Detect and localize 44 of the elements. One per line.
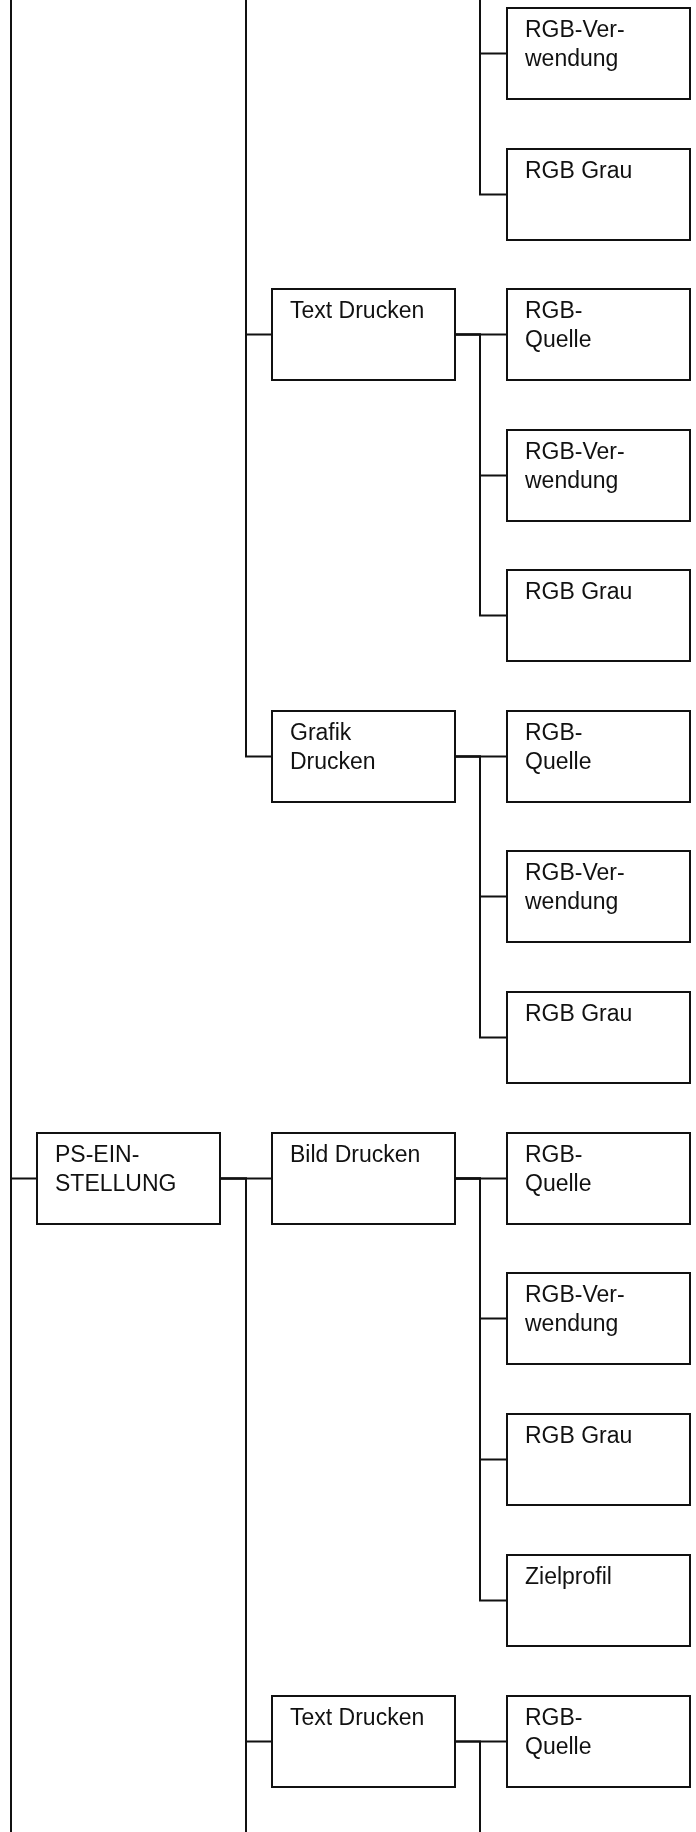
menu-box [506,1132,691,1225]
menu-label: RGB-Ver- wendung [525,858,626,916]
connector-line [455,333,507,617]
menu-label: RGB Grau [525,577,634,606]
menu-label: RGB Grau [525,156,634,185]
menu-box [271,1695,456,1788]
menu-box [506,710,691,803]
menu-box [506,288,691,381]
menu-box [506,1695,691,1788]
menu-box [271,288,456,381]
menu-box [506,850,691,943]
connector-line [10,0,37,1832]
menu-label: Text Drucken [290,296,426,325]
menu-box [506,7,691,100]
menu-label: RGB- Quelle [525,718,593,776]
menu-box [506,148,691,241]
menu-box [506,1554,691,1647]
menu-box [506,569,691,662]
connector-line [455,1740,481,1832]
menu-label: RGB- Quelle [525,1703,593,1761]
menu-label: RGB-Ver- wendung [525,15,626,73]
menu-label: Text Drucken [290,1703,426,1732]
menu-box [506,991,691,1084]
menu-label: RGB-Ver- wendung [525,437,626,495]
menu-label: RGB- Quelle [525,1140,593,1198]
menu-box [506,1413,691,1506]
connector-line [479,0,507,196]
connector-line [245,0,272,758]
connector-line [455,755,507,1039]
connector-line [220,1177,247,1832]
connector-line [455,1177,507,1602]
menu-label: Grafik Drucken [290,718,377,776]
menu-box [271,1132,456,1225]
menu-box [271,710,456,803]
menu-label: RGB Grau [525,1421,634,1450]
menu-label: PS-EIN- STELLUNG [55,1140,178,1198]
menu-label: Bild Drucken [290,1140,422,1169]
menu-label: Zielprofil [525,1562,613,1591]
menu-label: RGB-Ver- wendung [525,1280,626,1338]
menu-box [506,429,691,522]
menu-label: RGB Grau [525,999,634,1028]
menu-box [506,1272,691,1365]
menu-box [36,1132,221,1225]
menu-label: RGB- Quelle [525,296,593,354]
